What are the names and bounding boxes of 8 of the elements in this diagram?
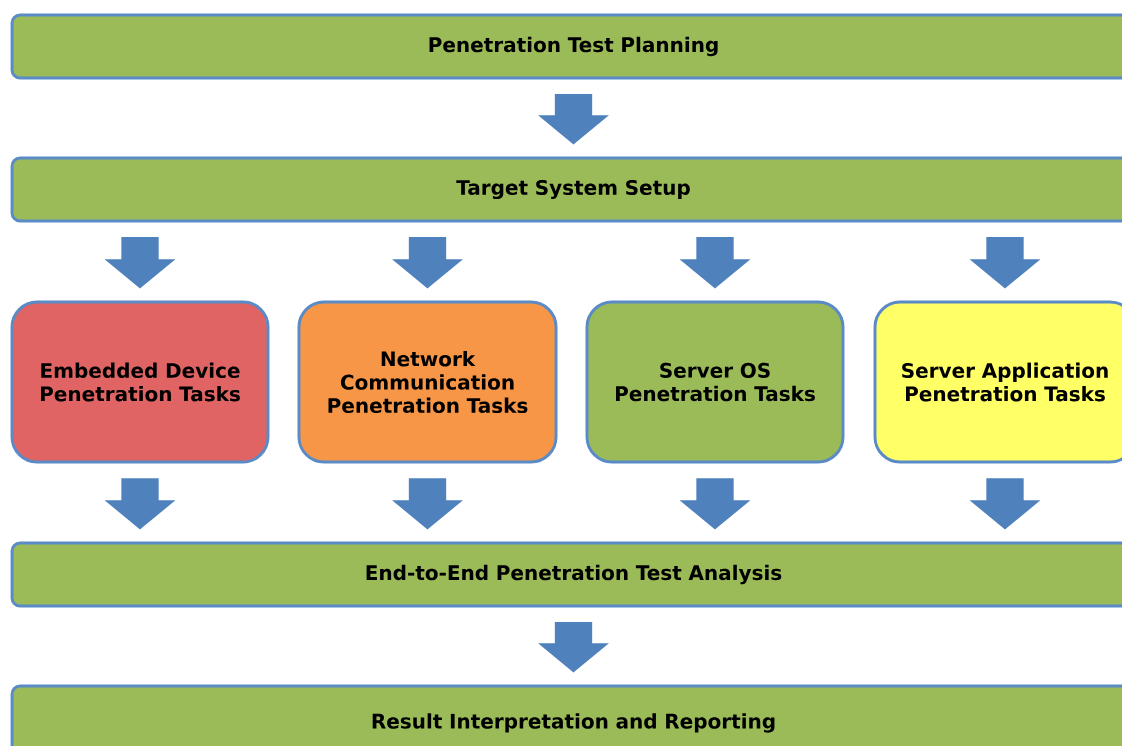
task-box: Server Application Penetration Tasks bbox=[873, 300, 1122, 464]
task-box: Embedded Device Penetration Tasks bbox=[10, 300, 270, 464]
task-box: Network Communication Penetration Tasks bbox=[297, 300, 558, 464]
task-box: Server OS Penetration Tasks bbox=[585, 300, 845, 464]
stage-bar: End-to-End Penetration Test Analysis bbox=[10, 541, 1122, 608]
stage-bar: Target System Setup bbox=[10, 156, 1122, 223]
stage-bar: Penetration Test Planning bbox=[10, 13, 1122, 80]
stage-bar: Result Interpretation and Reporting bbox=[10, 684, 1122, 746]
